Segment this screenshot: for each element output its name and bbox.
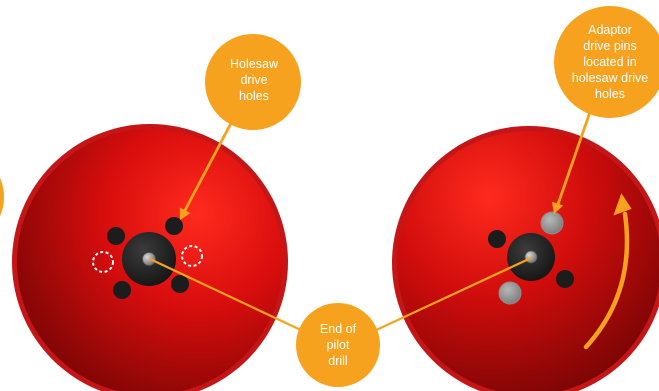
left-empty-hole-right	[181, 245, 203, 267]
leader-pilot-right	[371, 257, 532, 333]
leader-pilot-left	[149, 258, 306, 333]
right-holesaw-disc	[392, 126, 659, 391]
leader-lines	[149, 109, 592, 333]
adaptor-label-line-5: holes	[595, 87, 625, 101]
left-empty-hole-left	[92, 251, 114, 273]
left-drive-hole-bottom-left	[113, 281, 131, 299]
callout-pilot-circle	[296, 303, 380, 387]
right-pilot-drill-tip	[524, 250, 538, 264]
callout-adaptor-circle	[554, 6, 659, 118]
adaptor-label-line-1: Adaptor	[588, 23, 632, 37]
left-drive-hole-top-left	[107, 227, 125, 245]
holesaw-drive-holes-label: Holesaw drive holes	[200, 44, 308, 116]
right-drive-hole-right	[556, 270, 574, 288]
leader-holesaw-arrowhead	[179, 207, 191, 220]
holesaw-label-line-3: holes	[239, 89, 269, 103]
curved-arrow-icon	[583, 193, 632, 350]
left-drive-hole-top-right	[165, 217, 183, 235]
leader-holesaw-holes	[180, 109, 240, 217]
left-drive-hole-bottom-right	[171, 275, 189, 293]
adaptor-label-line-3: located in	[583, 55, 637, 69]
leader-adaptor-arrowhead	[551, 201, 564, 214]
pilot-label-line-1: End of	[319, 322, 357, 336]
holesaw-label-line-2: drive	[240, 73, 268, 87]
left-holesaw-disc	[12, 124, 288, 391]
adaptor-label-line-4: holesaw drive	[571, 71, 649, 85]
holesaw-label-line-1: Holesaw	[230, 57, 278, 71]
right-drive-hole-left	[488, 230, 506, 248]
callout-holesaw-circle	[205, 34, 301, 130]
adaptor-drive-pins-label: Adaptor drive pins located in holesaw dr…	[553, 6, 659, 118]
partial-callout-circle	[0, 177, 4, 217]
pilot-label-line-3: drill	[328, 354, 348, 368]
pilot-drill-end-label: End of pilot drill	[296, 300, 380, 390]
right-adaptor-pin-bottom	[498, 281, 522, 305]
leader-adaptor-pins	[554, 111, 592, 211]
adaptor-label-line-2: drive pins	[583, 39, 637, 53]
right-adaptor-pin-top	[540, 211, 564, 235]
pilot-label-line-2: pilot	[326, 338, 350, 352]
left-pilot-drill-tip	[142, 252, 156, 266]
